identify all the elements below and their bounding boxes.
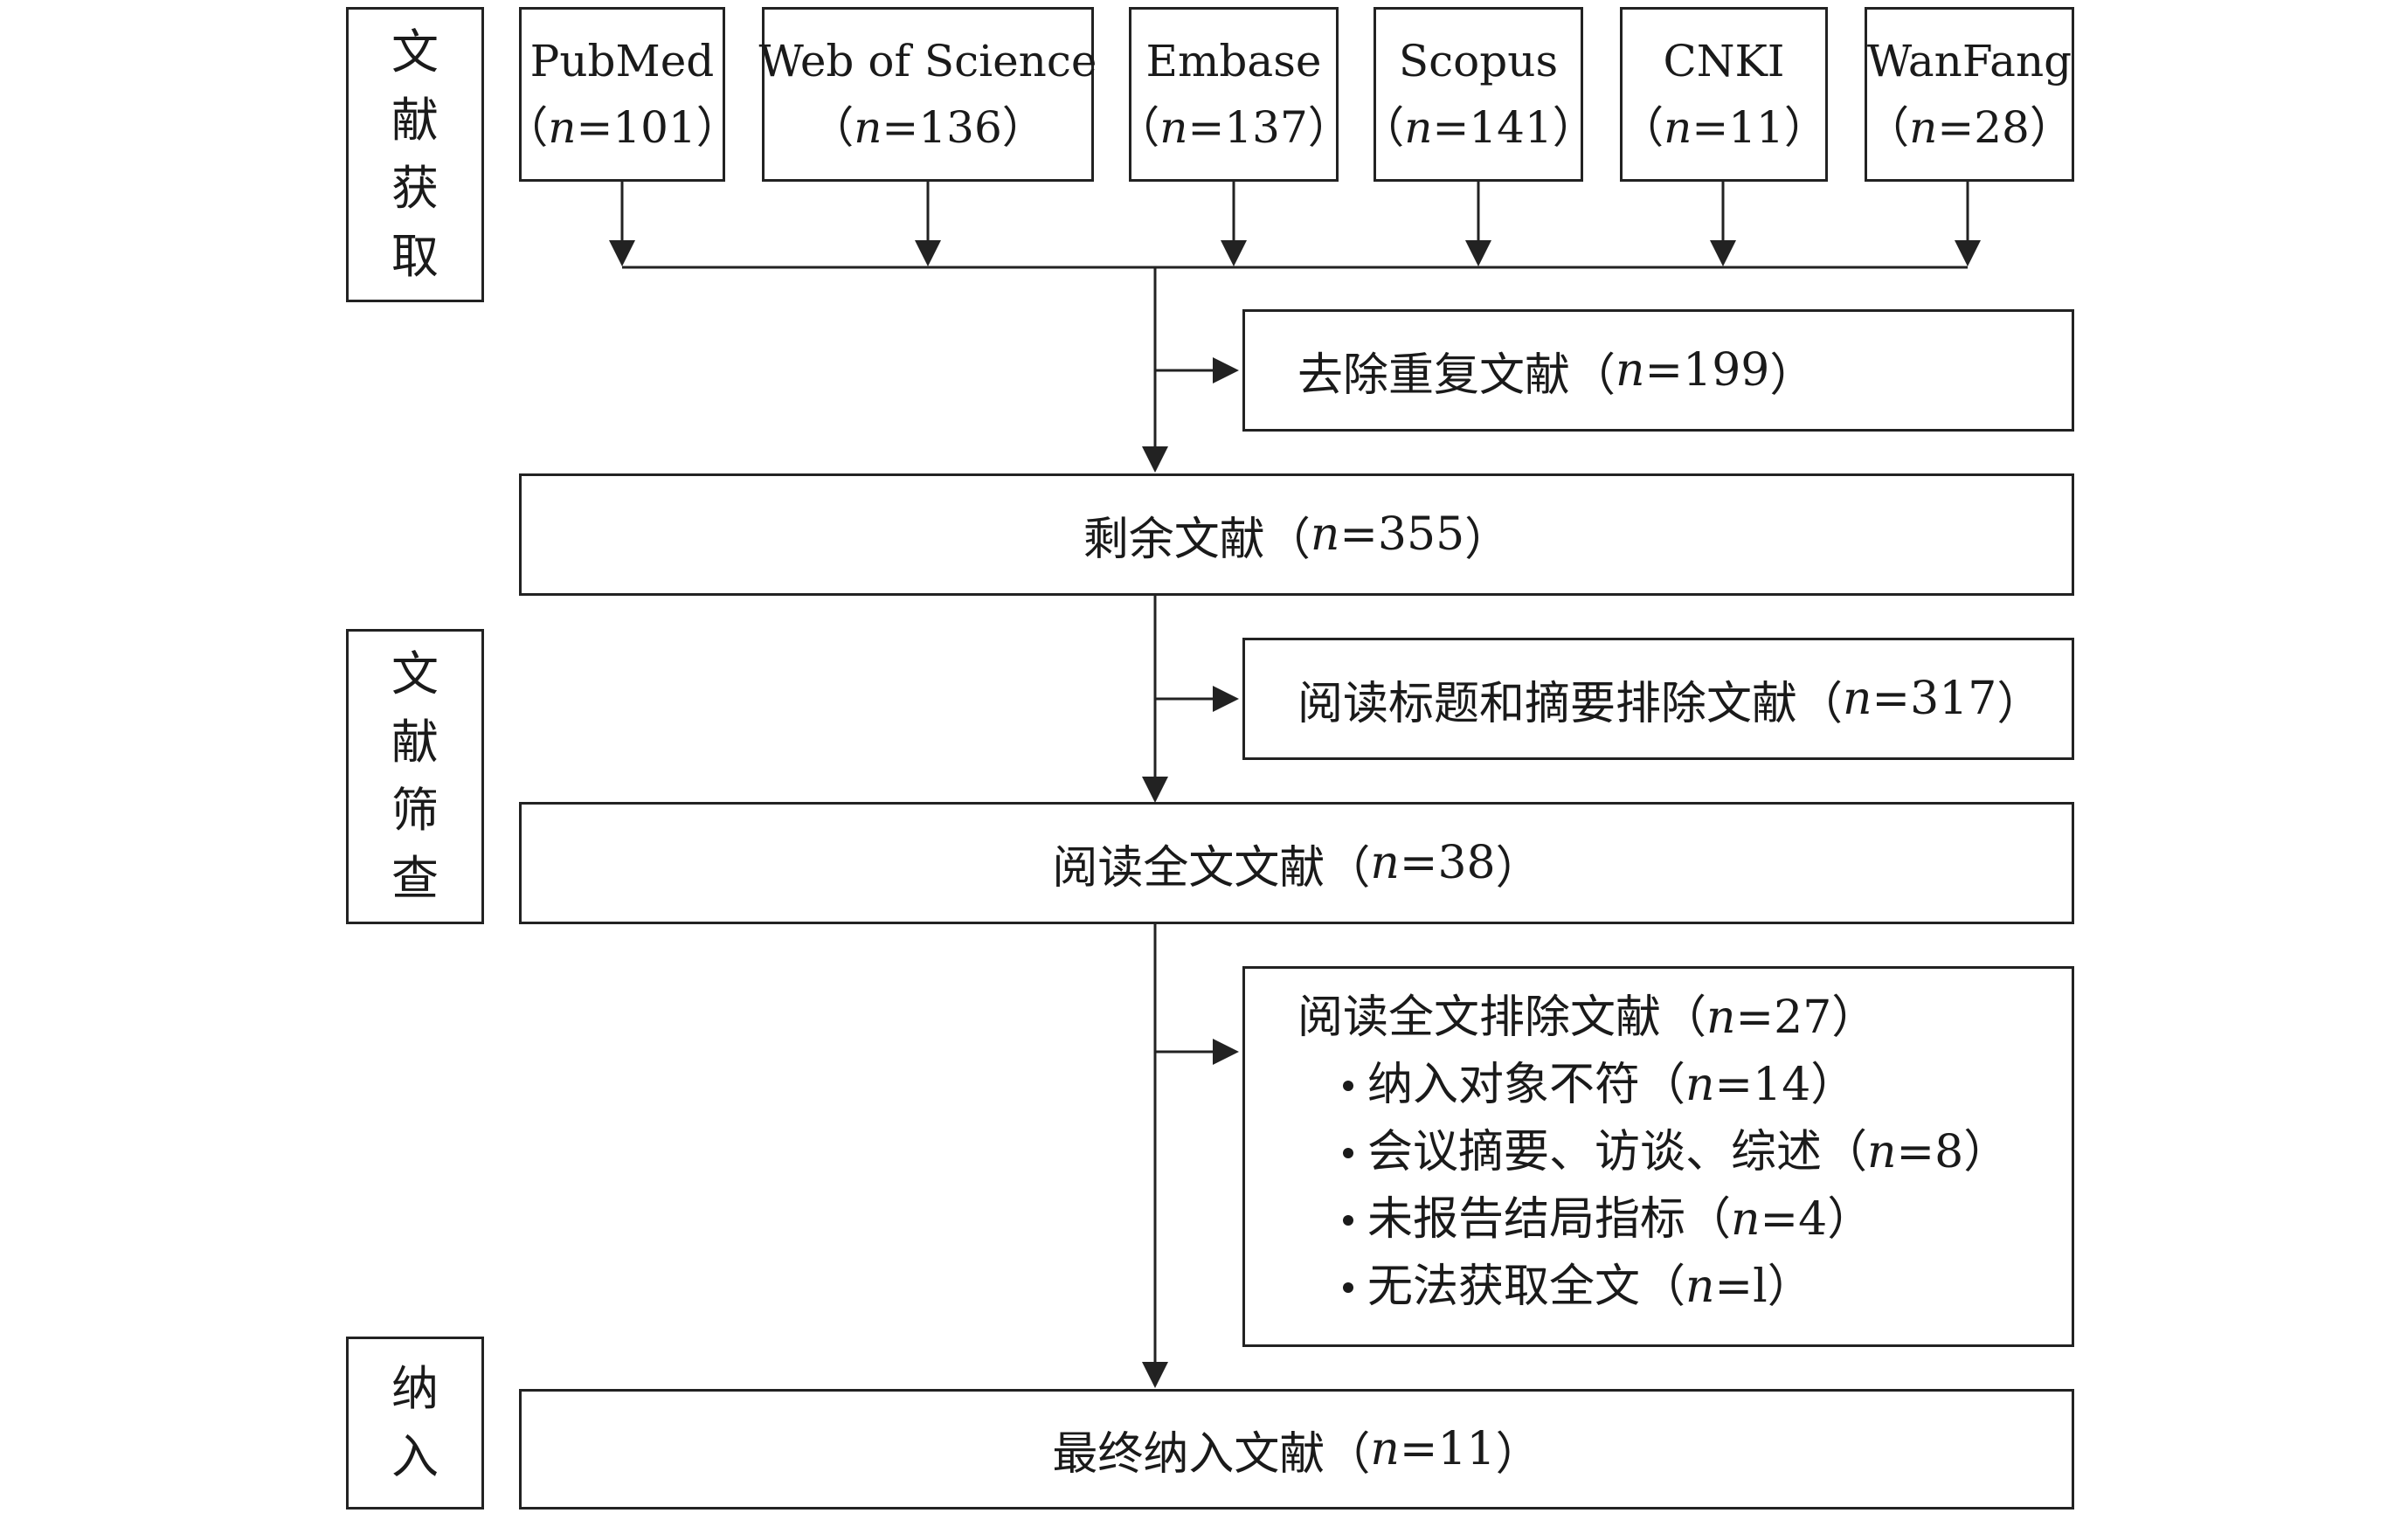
stage-screening-char: 文 (391, 646, 439, 701)
reason-label: 未报告结局指标 (1367, 1193, 1686, 1246)
bullet-icon (1343, 1080, 1353, 1091)
count-variable: n (1685, 1059, 1715, 1111)
remaining-records-box: 剩余文献（n=355） (519, 473, 2074, 596)
count-variable: n (1310, 508, 1340, 561)
count-variable: n (1731, 1193, 1761, 1246)
final-label: 最终纳入文献 (1052, 1427, 1325, 1481)
source-box-embase: Embase （n=137） (1116, 7, 1352, 182)
full-text-excluded-box: 阅读全文排除文献（n=27） 纳入对象不符（n=14） 会议摘要、访谈、综述（n… (1242, 966, 2074, 1347)
exclusion-reason-item: 纳入对象不符（n=14） (1297, 1052, 2072, 1119)
stage-included: 纳 入 (346, 1337, 484, 1510)
count-variable: n (1159, 102, 1188, 153)
count-variable: n (1370, 837, 1400, 889)
full-text-label: 阅读全文文献 (1052, 841, 1325, 895)
count-variable: n (1685, 1261, 1715, 1313)
source-name: PubMed (529, 36, 715, 86)
source-name: Scopus (1398, 36, 1559, 86)
count-variable: n (1616, 344, 1645, 397)
final-included-box: 最终纳入文献（n=11） (519, 1389, 2074, 1510)
reason-count: 14 (1753, 1059, 1811, 1111)
full-text-excluded-heading: 阅读全文排除文献（n=27） (1297, 991, 1878, 1044)
duplicates-removed-box: 去除重复文献（n=199） (1242, 309, 2074, 432)
reason-label: 纳入对象不符 (1367, 1059, 1641, 1111)
duplicates-label: 去除重复文献 (1297, 349, 1571, 402)
source-name: Web of Science (758, 36, 1097, 86)
remaining-label: 剩余文献 (1083, 513, 1265, 566)
source-box-wanfang: WanFang （n=28） (1865, 7, 2074, 182)
final-count: 11 (1437, 1423, 1496, 1475)
reason-label: 会议摘要、访谈、综述 (1367, 1126, 1823, 1178)
count-value: 11 (1728, 102, 1784, 153)
stage-screening: 文 献 筛 查 (346, 629, 484, 924)
exclusion-reason-item: 未报告结局指标（n=4） (1297, 1186, 2072, 1254)
stage-included-char: 纳 (391, 1361, 439, 1416)
source-count: （n=11） (1620, 102, 1828, 153)
source-count: （n=141） (1360, 102, 1596, 153)
count-value: 101 (612, 102, 696, 153)
reason-count: 4 (1798, 1193, 1828, 1246)
full-text-assessed-box: 阅读全文文献（n=38） (519, 802, 2074, 924)
count-value: 137 (1224, 102, 1308, 153)
stage-screening-char: 献 (391, 715, 439, 770)
title-abstract-excluded-box: 阅读标题和摘要排除文献（n=317） (1242, 638, 2074, 760)
count-value: 28 (1974, 102, 2030, 153)
count-variable: n (854, 102, 882, 153)
remaining-count: 355 (1377, 508, 1465, 561)
count-variable: n (1909, 102, 1938, 153)
source-name: CNKI (1663, 36, 1785, 86)
stage-identification-char: 献 (391, 93, 439, 148)
source-count: （n=28） (1865, 102, 2073, 153)
source-count: （n=136） (810, 102, 1046, 153)
count-variable: n (1664, 102, 1692, 153)
source-name: WanFang (1866, 36, 2072, 86)
duplicates-count: 199 (1683, 344, 1770, 397)
source-name: Embase (1145, 36, 1322, 86)
title-abstract-excluded-count: 317 (1910, 673, 1997, 725)
source-count: （n=137） (1116, 102, 1352, 153)
exclusion-reason-item: 无法获取全文（n=l） (1297, 1254, 2072, 1321)
count-variable: n (1404, 102, 1433, 153)
stage-identification-char: 文 (391, 24, 439, 79)
count-variable: n (1370, 1423, 1400, 1475)
stage-identification-char: 取 (391, 229, 439, 284)
stage-identification-char: 获 (391, 161, 439, 216)
reason-count: l (1753, 1261, 1768, 1313)
title-abstract-excluded-label: 阅读标题和摘要排除文献 (1297, 677, 1798, 730)
count-variable: n (1843, 673, 1872, 725)
count-value: 136 (918, 102, 1002, 153)
source-count: （n=101） (504, 102, 740, 153)
source-box-web-of-science: Web of Science （n=136） (758, 7, 1097, 182)
stage-screening-char: 查 (391, 851, 439, 906)
full-text-count: 38 (1437, 837, 1496, 889)
stage-screening-char: 筛 (391, 783, 439, 838)
stage-included-char: 入 (391, 1429, 439, 1484)
reason-count: 8 (1934, 1126, 1964, 1178)
bullet-icon (1343, 1214, 1353, 1226)
count-variable: n (1867, 1126, 1897, 1178)
count-variable: n (548, 102, 577, 153)
exclusion-reason-item: 会议摘要、访谈、综述（n=8） (1297, 1119, 2072, 1186)
bullet-icon (1343, 1147, 1353, 1158)
full-text-excluded-label: 阅读全文排除文献 (1297, 991, 1662, 1044)
reason-label: 无法获取全文 (1367, 1261, 1641, 1313)
source-box-cnki: CNKI （n=11） (1620, 7, 1828, 182)
count-variable: n (1706, 991, 1736, 1044)
bullet-icon (1343, 1282, 1353, 1293)
source-box-scopus: Scopus （n=141） (1360, 7, 1596, 182)
full-text-excluded-count: 27 (1774, 991, 1832, 1044)
source-box-pubmed: PubMed （n=101） (504, 7, 740, 182)
count-value: 141 (1469, 102, 1553, 153)
stage-identification: 文 献 获 取 (346, 7, 484, 302)
